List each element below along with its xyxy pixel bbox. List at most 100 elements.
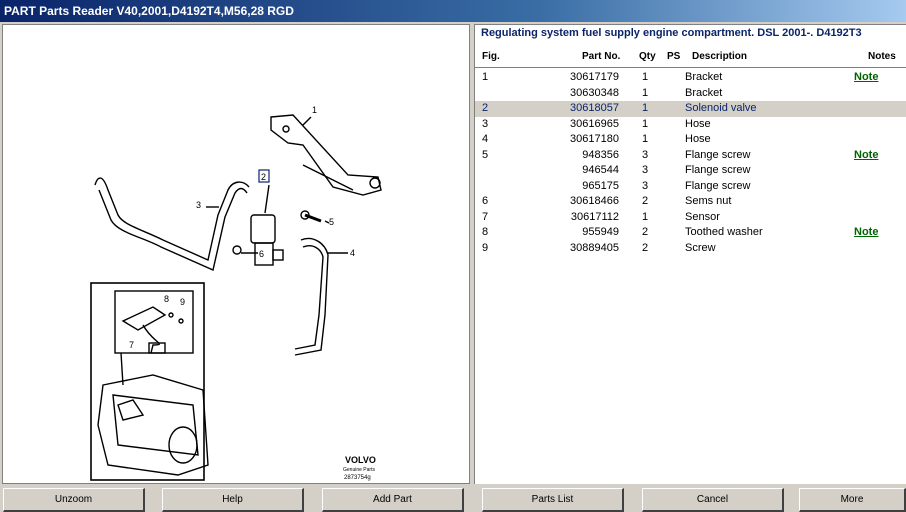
cell-description: Flange screw	[685, 164, 751, 176]
col-notes[interactable]: Notes	[868, 51, 896, 62]
parts-list-button[interactable]: Parts List	[482, 488, 624, 512]
cell-description: Bracket	[685, 71, 723, 83]
cell-qty: 1	[642, 86, 649, 99]
cell-qty: 3	[642, 164, 649, 176]
callout-2: 2	[261, 172, 266, 182]
callout-7: 7	[129, 340, 134, 350]
header-divider	[475, 67, 906, 68]
cell-qty: 1	[642, 133, 649, 145]
hose-4	[294, 237, 329, 356]
cell-qty: 1	[642, 210, 649, 223]
callout-9: 9	[180, 297, 185, 307]
table-row[interactable]: 30630348 1 Bracket	[475, 86, 906, 102]
callout-8: 8	[164, 294, 169, 304]
volvo-logo: VOLVO	[345, 455, 376, 465]
col-description[interactable]: Description	[692, 51, 748, 62]
cell-qty: 3	[642, 148, 649, 161]
table-row[interactable]: 4 30617180 1 Hose	[475, 132, 906, 148]
bracket-part	[270, 114, 382, 196]
cell-part-no: 30617179	[570, 71, 619, 83]
cell-fig: 2	[482, 102, 489, 114]
cell-part-no: 955949	[582, 226, 619, 238]
table-row[interactable]: 8 955949 2 Toothed washer Note	[475, 225, 906, 241]
note-link[interactable]: Note	[854, 71, 879, 83]
hose-3	[94, 177, 250, 261]
cell-fig: 6	[482, 195, 489, 207]
cell-description: Toothed washer	[685, 226, 763, 238]
cell-qty: 2	[642, 241, 649, 254]
cell-fig: 4	[482, 133, 489, 145]
cell-part-no: 30618466	[570, 195, 619, 207]
window-title: PART Parts Reader V40,2001,D4192T4,M56,2…	[4, 4, 294, 18]
cell-part-no: 30889405	[570, 241, 619, 254]
table-row[interactable]: 946544 3 Flange screw	[475, 163, 906, 179]
cancel-button[interactable]: Cancel	[642, 488, 784, 512]
callout-2-box	[258, 169, 270, 183]
note-link[interactable]: Note	[854, 148, 879, 161]
col-part-no[interactable]: Part No.	[582, 51, 621, 62]
cell-qty: 2	[642, 226, 649, 238]
table-row[interactable]: 2 30618057 1 Solenoid valve	[475, 101, 906, 117]
callout-6: 6	[259, 249, 264, 259]
cell-description: Hose	[685, 133, 711, 145]
cell-fig: 3	[482, 117, 489, 130]
drawing-number: 2873754g	[344, 475, 371, 481]
note-link[interactable]: Note	[854, 226, 879, 238]
callout-1: 1	[312, 105, 317, 115]
parts-diagram[interactable]: 1 2 3 4 5 6 7 8 9 VOLVO Genuine Parts 28…	[3, 25, 469, 483]
diagram-panel[interactable]: 1 2 3 4 5 6 7 8 9 VOLVO Genuine Parts 28…	[2, 24, 470, 484]
unzoom-button[interactable]: Unzoom	[3, 488, 145, 512]
parts-list-panel: Regulating system fuel supply engine com…	[474, 24, 906, 484]
add-part-button[interactable]: Add Part	[322, 488, 464, 512]
detail-inset	[90, 282, 205, 481]
cell-qty: 3	[642, 179, 649, 192]
cell-description: Bracket	[685, 86, 723, 99]
table-row[interactable]: 1 30617179 1 Bracket Note	[475, 70, 906, 86]
cell-fig: 8	[482, 226, 489, 238]
genuine-parts-text: Genuine Parts	[343, 467, 375, 473]
help-button[interactable]: Help	[162, 488, 304, 512]
col-qty[interactable]: Qty	[639, 51, 656, 62]
cell-part-no: 30617112	[570, 210, 619, 223]
cell-qty: 1	[642, 71, 649, 83]
cell-description: Solenoid valve	[685, 102, 757, 114]
col-fig[interactable]: Fig.	[482, 51, 500, 62]
solenoid-valve-part	[250, 214, 276, 244]
cell-part-no: 30630348	[570, 86, 619, 99]
cell-fig: 7	[482, 210, 489, 223]
cell-part-no: 30617180	[570, 133, 619, 145]
cell-description: Hose	[685, 117, 711, 130]
cell-fig: 1	[482, 71, 489, 83]
engine-sketch	[97, 374, 209, 476]
table-row[interactable]: 965175 3 Flange screw	[475, 179, 906, 195]
table-row[interactable]: 7 30617112 1 Sensor	[475, 210, 906, 226]
table-row[interactable]: 5 948356 3 Flange screw Note	[475, 148, 906, 164]
cell-fig: 9	[482, 241, 489, 254]
cell-fig: 5	[482, 148, 489, 161]
cell-description: Flange screw	[685, 148, 751, 161]
cell-part-no: 948356	[582, 148, 619, 161]
section-heading: Regulating system fuel supply engine com…	[481, 27, 862, 39]
table-row[interactable]: 9 30889405 2 Screw	[475, 241, 906, 257]
column-headers: Fig. Part No. Qty PS Description Notes	[475, 49, 906, 65]
cell-description: Screw	[685, 241, 716, 254]
button-bar: Unzoom Help Add Part Parts List Cancel M…	[0, 486, 906, 512]
cell-qty: 1	[642, 117, 649, 130]
cell-description: Sensor	[685, 210, 720, 223]
cell-part-no: 946544	[582, 164, 619, 176]
callout-4: 4	[350, 248, 355, 258]
callout-5: 5	[329, 217, 334, 227]
cell-part-no: 30616965	[570, 117, 619, 130]
col-ps[interactable]: PS	[667, 51, 681, 62]
cell-qty: 1	[642, 102, 649, 114]
cell-qty: 2	[642, 195, 649, 207]
cell-part-no: 965175	[582, 179, 619, 192]
cell-description: Flange screw	[685, 179, 751, 192]
more-button[interactable]: More	[799, 488, 906, 512]
title-bar: PART Parts Reader V40,2001,D4192T4,M56,2…	[0, 0, 906, 22]
cell-part-no: 30618057	[570, 102, 619, 114]
table-row[interactable]: 3 30616965 1 Hose	[475, 117, 906, 133]
callout-3: 3	[196, 200, 201, 210]
